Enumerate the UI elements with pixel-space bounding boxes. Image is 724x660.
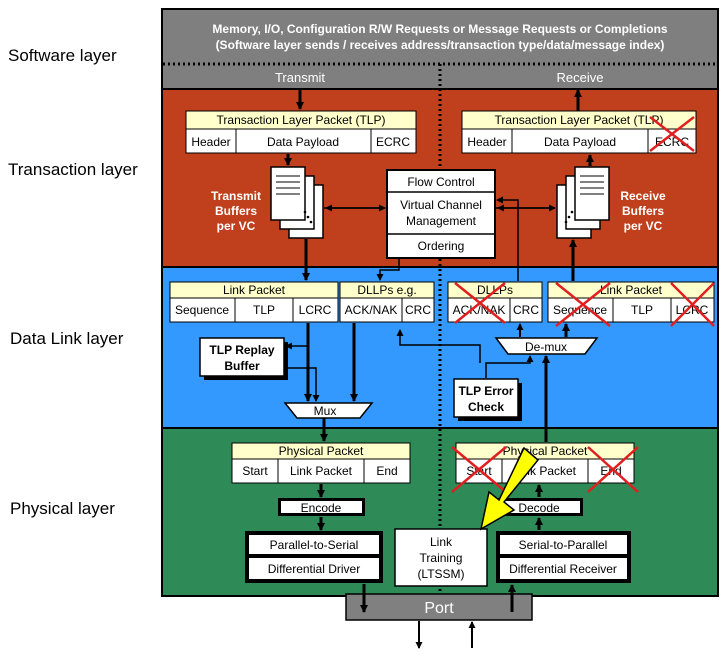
- port-label: Port: [424, 600, 454, 617]
- encode-label: Encode: [301, 501, 342, 515]
- rx-tlp-title: Transaction Layer Packet (TLP): [495, 113, 664, 127]
- tx-dllp-packet: DLLPs e.g. ACK/NAK CRC: [339, 281, 435, 323]
- tx-buffer-stack-icon: [270, 166, 324, 239]
- software-sends-text: (Software layer sends / receives address…: [216, 38, 665, 52]
- tx-physical-link-packet: Link Packet: [290, 464, 353, 478]
- software-layer-label: Software layer: [8, 46, 117, 65]
- tx-link-packet: Link Packet Sequence TLP LCRC: [169, 281, 339, 323]
- s2p-label: Serial-to-Parallel: [519, 538, 608, 552]
- demux-block: De-mux: [494, 337, 599, 355]
- tx-tlp-header: Header: [191, 135, 230, 149]
- rx-ecrc-cross-icon: [649, 116, 695, 152]
- rx-sequence-cross-icon: [555, 282, 611, 327]
- rx-physical-title: Physical Packet: [503, 444, 588, 458]
- tx-tlp-ecrc: ECRC: [376, 135, 410, 149]
- decode-block: Decode: [496, 498, 583, 516]
- rx-buffers-label-3: per VC: [624, 219, 663, 233]
- rx-tlp-header: Header: [467, 135, 506, 149]
- rx-buffers-label-1: Receive: [620, 189, 666, 203]
- mux-label: Mux: [314, 404, 337, 418]
- rx-link-packet-title: Link Packet: [600, 283, 663, 297]
- tx-link-lcrc: LCRC: [299, 303, 332, 317]
- tx-tlp-packet: Transaction Layer Packet (TLP) Header Da…: [185, 110, 417, 154]
- transaction-layer-label: Transaction layer: [8, 160, 138, 179]
- decode-label: Decode: [518, 501, 560, 515]
- error-check-label-1: TLP Error: [458, 384, 513, 398]
- data-link-layer-label: Data Link layer: [10, 329, 124, 348]
- ordering-label: Ordering: [418, 239, 465, 253]
- tx-dllp-title: DLLPs e.g.: [357, 283, 416, 297]
- link-training-label-3: (LTSSM): [417, 567, 464, 581]
- receive-label: Receive: [557, 70, 604, 85]
- tx-physical-start: Start: [242, 464, 268, 478]
- connector-lines: [284, 88, 594, 649]
- rx-dllp-cross-icon: [454, 282, 506, 324]
- demux-label: De-mux: [525, 340, 567, 354]
- flow-control-label: Flow Control: [407, 175, 474, 189]
- tx-physical-end: End: [376, 464, 397, 478]
- rx-link-tlp: TLP: [631, 303, 653, 317]
- mux-block: Mux: [283, 402, 374, 419]
- rx-start-cross-icon: [451, 446, 507, 493]
- p2s-label: Parallel-to-Serial: [270, 538, 359, 552]
- link-training-block: Link Training (LTSSM): [394, 528, 488, 587]
- vcm-label-2: Management: [406, 214, 477, 228]
- link-training-label-2: Training: [420, 551, 463, 565]
- port-block: Port: [345, 593, 533, 621]
- encode-block: Encode: [278, 498, 365, 516]
- tx-buffers-label-2: Buffers: [215, 204, 257, 218]
- tx-link-packet-title: Link Packet: [223, 283, 286, 297]
- highlight-arrow-icon: [479, 446, 540, 531]
- tx-serial-block: Parallel-to-Serial Differential Driver: [245, 531, 383, 583]
- tx-buffers-label-3: per VC: [217, 219, 256, 233]
- flow-control-block: Flow Control Virtual Channel Management …: [386, 169, 496, 259]
- tx-tlp-title: Transaction Layer Packet (TLP): [217, 113, 386, 127]
- replay-label-1: TLP Replay: [209, 343, 274, 357]
- rx-buffers-label-2: Buffers: [622, 204, 664, 218]
- rx-link-sequence: Sequence: [553, 303, 607, 317]
- tx-buffers-label-1: Transmit: [211, 189, 261, 203]
- replay-label-2: Buffer: [224, 359, 260, 373]
- rx-lcrc-cross-icon: [670, 282, 715, 327]
- rx-end-cross-icon: [587, 446, 639, 493]
- diff-receiver-label: Differential Receiver: [509, 562, 617, 576]
- tlp-error-check: TLP Error Check: [453, 378, 522, 421]
- tlp-replay-buffer: TLP Replay Buffer: [199, 337, 288, 380]
- tx-dllp-acknak: ACK/NAK: [345, 303, 398, 317]
- software-requests-text: Memory, I/O, Configuration R/W Requests …: [212, 22, 668, 36]
- rx-tlp-packet: Transaction Layer Packet (TLP) Header Da…: [461, 110, 697, 154]
- diff-driver-label: Differential Driver: [268, 562, 360, 576]
- tx-physical-packet: Physical Packet Start Link Packet End: [231, 442, 411, 484]
- tx-link-tlp: TLP: [253, 303, 275, 317]
- link-training-label-1: Link: [430, 535, 453, 549]
- tx-link-sequence: Sequence: [175, 303, 229, 317]
- vcm-label-1: Virtual Channel: [400, 198, 482, 212]
- rx-serial-block: Serial-to-Parallel Differential Receiver: [496, 531, 631, 583]
- physical-layer-label: Physical layer: [10, 499, 115, 518]
- rx-tlp-ecrc: ECRC: [655, 135, 689, 149]
- transmit-label: Transmit: [275, 70, 325, 85]
- tx-physical-title: Physical Packet: [279, 444, 364, 458]
- tx-tlp-payload: Data Payload: [267, 135, 339, 149]
- error-check-label-2: Check: [468, 400, 504, 414]
- rx-dllp-crc: CRC: [513, 303, 539, 317]
- rx-buffer-stack-icon: [556, 166, 610, 239]
- rx-tlp-payload: Data Payload: [544, 135, 616, 149]
- tx-dllp-crc: CRC: [405, 303, 431, 317]
